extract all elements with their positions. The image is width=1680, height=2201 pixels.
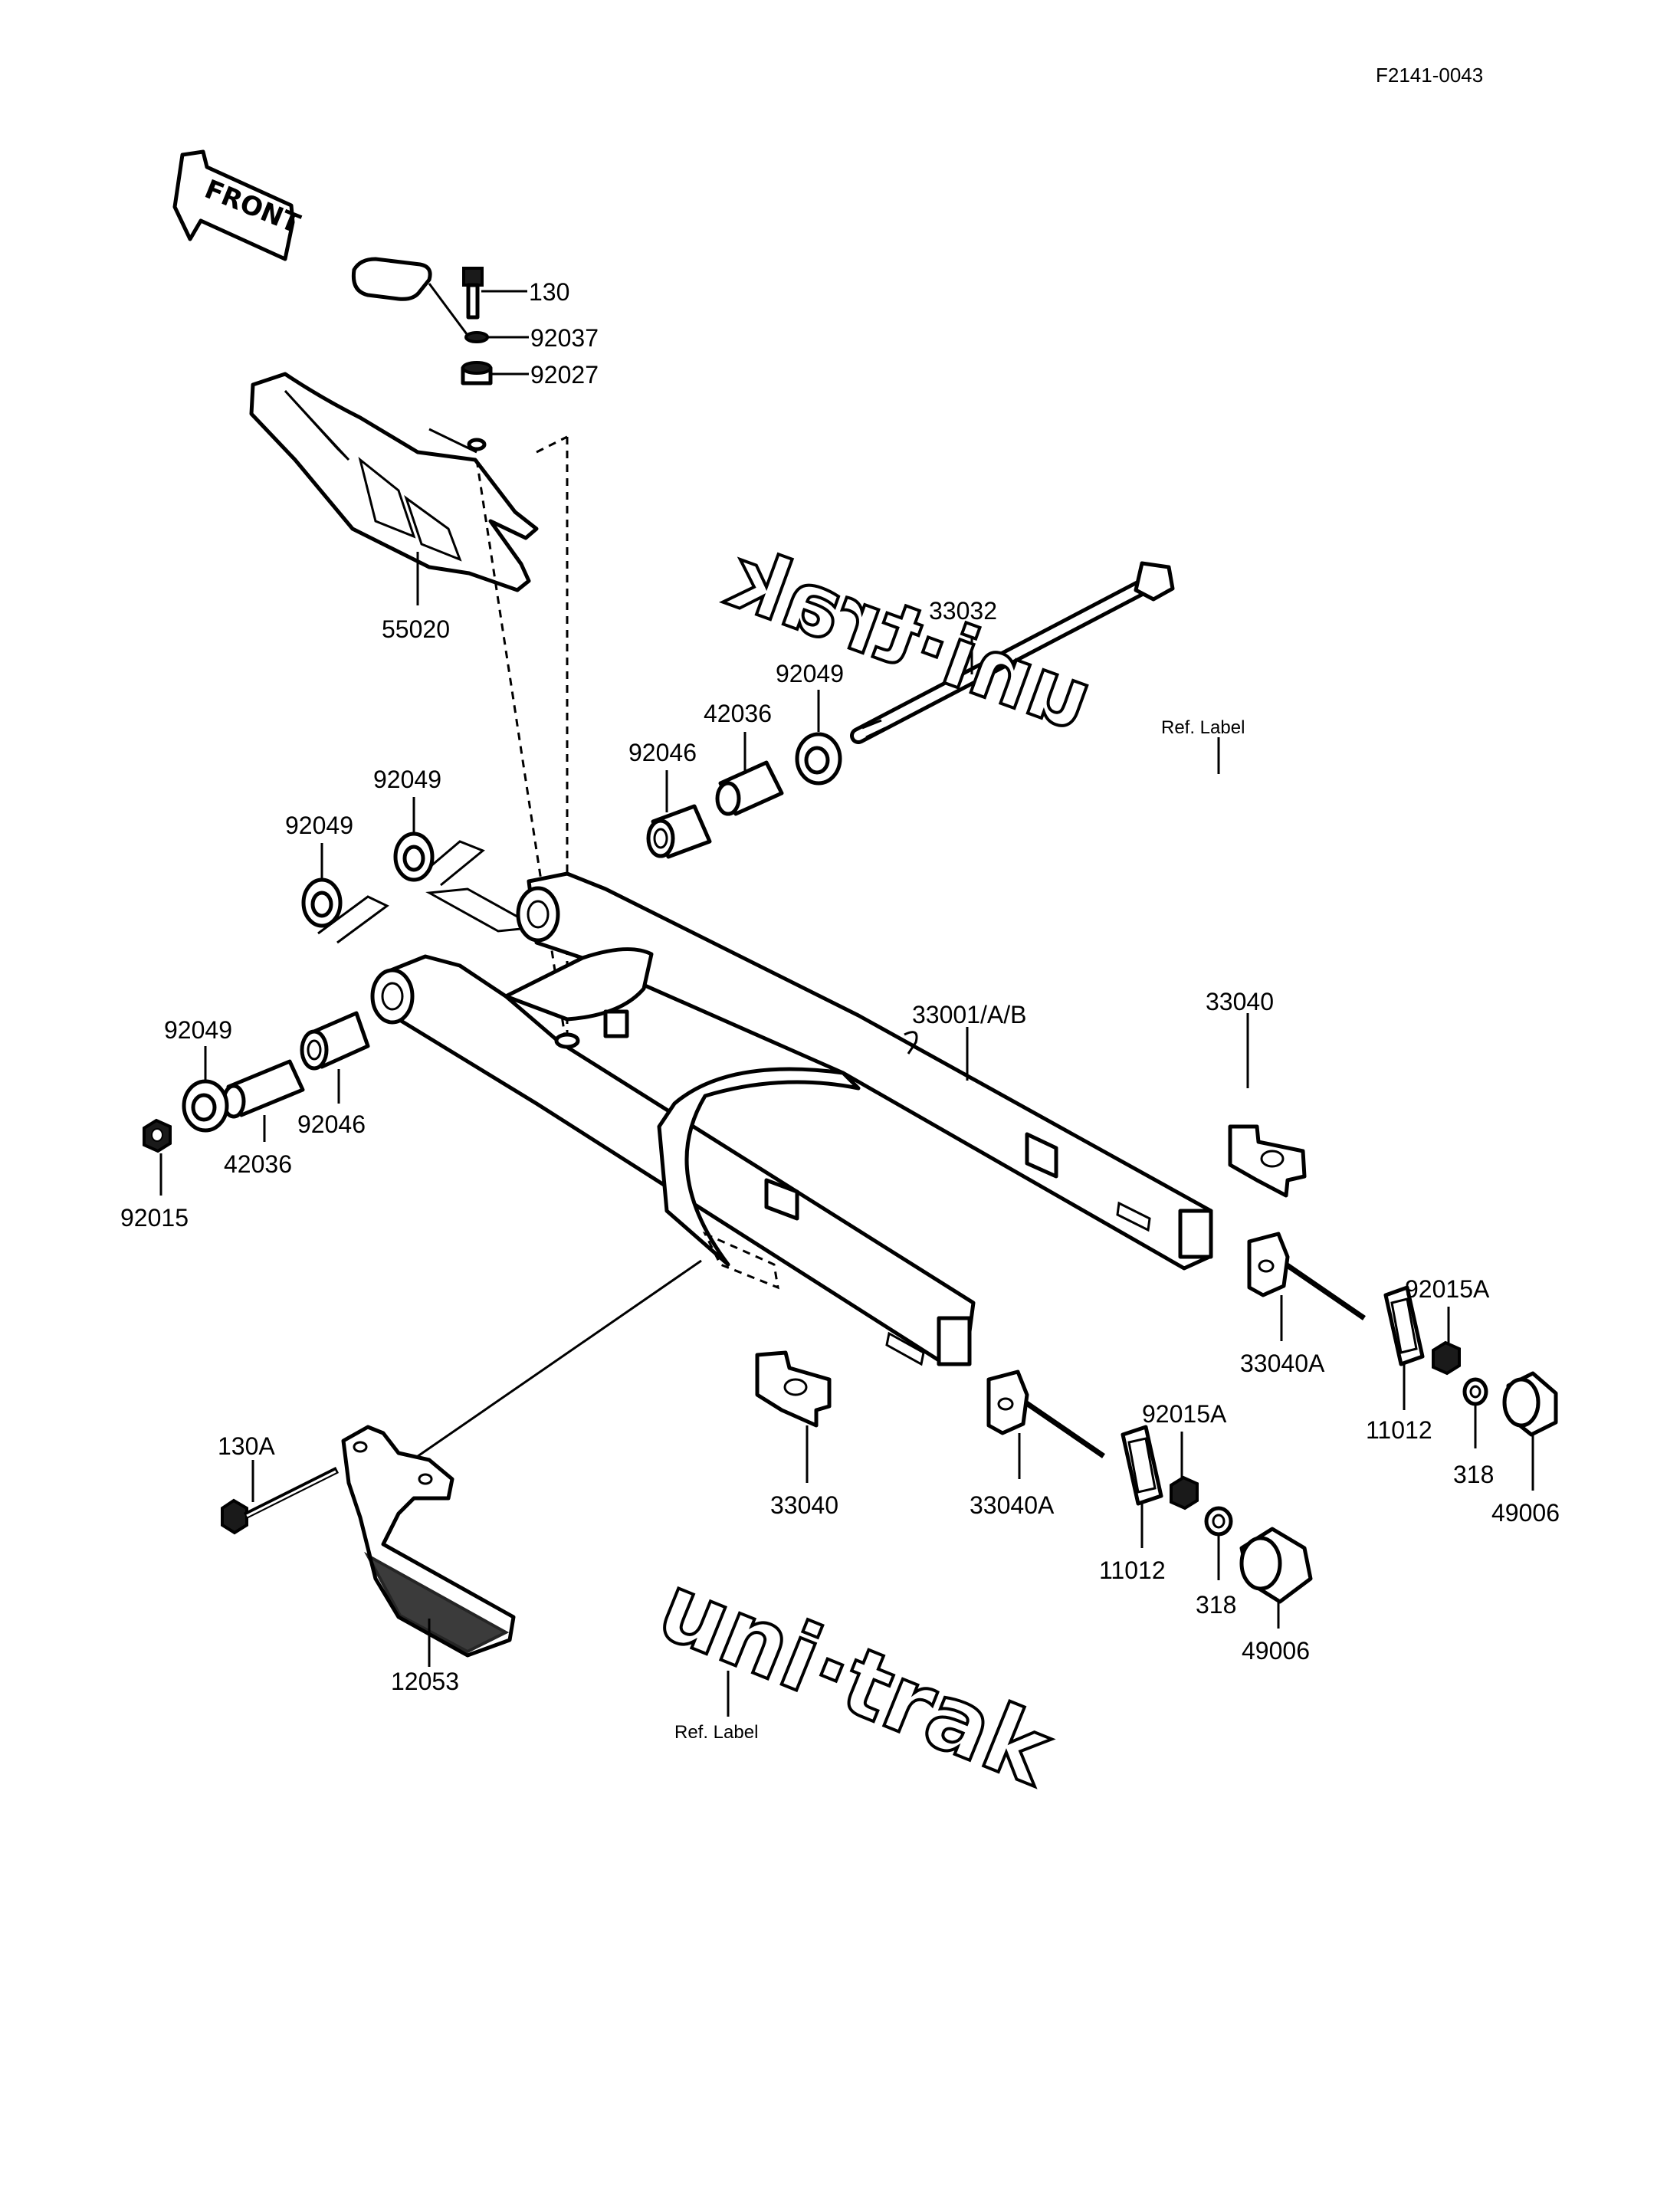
seal-92049-c: 92049: [285, 812, 389, 944]
part-label-42036-b: 42036: [224, 1150, 292, 1178]
part-label-92015: 92015: [120, 1204, 189, 1232]
bolt-130: 130: [462, 267, 569, 320]
part-label-318-b: 318: [1196, 1591, 1236, 1619]
seal-92049-a: 92049: [776, 660, 844, 786]
bolt-130A: 130A: [218, 1432, 340, 1535]
nut-92015: 92015: [120, 1118, 189, 1232]
front-arrow-icon: FRONT: [172, 149, 305, 261]
part-label-92049-c: 92049: [285, 812, 353, 839]
part-label-92049-b: 92049: [373, 766, 441, 793]
part-label-12053: 12053: [391, 1668, 459, 1695]
part-label-92046-a: 92046: [628, 739, 697, 766]
ref-label-upper: Ref. Label: [1161, 717, 1245, 738]
part-label-11012-b: 11012: [1099, 1556, 1166, 1584]
part-label-33001: 33001/A/B: [912, 1001, 1026, 1028]
seal-92049-b: 92049: [373, 766, 485, 887]
bearing-92046-b: 92046: [297, 1011, 370, 1138]
part-label-130: 130: [529, 278, 569, 306]
mount-line-top: [536, 435, 568, 454]
part-label-33040-a: 33040: [1206, 988, 1274, 1015]
part-label-130A: 130A: [218, 1432, 275, 1460]
bearing-92046-a: 92046: [628, 739, 712, 859]
washer-318-a: 318: [1453, 1377, 1494, 1488]
adjuster-33040A-a: 33040A: [1240, 1232, 1366, 1377]
part-label-33040A-b: 33040A: [970, 1491, 1055, 1519]
decal-lower: uni·trak Ref. Label: [643, 1553, 1068, 1809]
cap-49006-a: 49006: [1491, 1371, 1560, 1527]
washer-92037: 92037: [464, 324, 599, 352]
document-code: F2141-0043: [1376, 64, 1483, 87]
part-label-92049-a: 92049: [776, 660, 844, 687]
mount-line: [475, 459, 567, 1041]
part-label-33040-b: 33040: [770, 1491, 838, 1519]
nut-92015A-a: 92015A: [1405, 1275, 1490, 1376]
part-label-92027: 92027: [530, 361, 599, 389]
tensioner-11012-a: 11012: [1366, 1285, 1432, 1444]
part-label-92015A-a: 92015A: [1405, 1275, 1490, 1303]
part-label-318-a: 318: [1453, 1461, 1494, 1488]
chain-guard-leader: [412, 1259, 702, 1461]
tensioner-11012-b: 11012: [1099, 1425, 1166, 1584]
part-label-49006-b: 49006: [1242, 1637, 1310, 1665]
washer-318-b: 318: [1196, 1506, 1236, 1619]
part-label-92049-d: 92049: [164, 1016, 232, 1044]
plate-33040-a: 33040: [1206, 988, 1307, 1198]
decal-text-lower: uni·trak: [645, 1554, 1067, 1807]
part-label-92015A-b: 92015A: [1142, 1400, 1227, 1428]
plate-33040-b: 33040: [755, 1350, 838, 1519]
part-label-92046-b: 92046: [297, 1110, 366, 1138]
part-label-42036-a: 42036: [704, 700, 772, 727]
adjuster-33040A-b: 33040A: [970, 1369, 1105, 1519]
sleeve-42036-a: 42036: [704, 700, 784, 816]
pivot-shaft-33032: 33032: [850, 561, 1175, 744]
cap-49006-b: 49006: [1239, 1527, 1313, 1665]
sleeve-42036-b: 42036: [221, 1059, 305, 1178]
part-label-55020: 55020: [382, 615, 450, 643]
ref-label-lower: Ref. Label: [674, 1722, 758, 1743]
part-label-49006-a: 49006: [1491, 1499, 1560, 1527]
part-label-33040A-a: 33040A: [1240, 1350, 1325, 1377]
swingarm-33001: 33001/A/B: [370, 871, 1213, 1366]
part-label-33032: 33032: [929, 597, 997, 625]
chain-guide-55020: 55020: [249, 372, 539, 643]
part-label-11012-a: 11012: [1366, 1416, 1432, 1444]
seal-92049-d: 92049: [164, 1016, 232, 1133]
part-label-92037: 92037: [530, 324, 599, 352]
label-plate: [351, 257, 471, 338]
chain-guard-12053: 12053: [341, 1425, 516, 1695]
collar-92027: 92027: [461, 361, 599, 389]
nut-92015A-b: 92015A: [1142, 1400, 1227, 1511]
